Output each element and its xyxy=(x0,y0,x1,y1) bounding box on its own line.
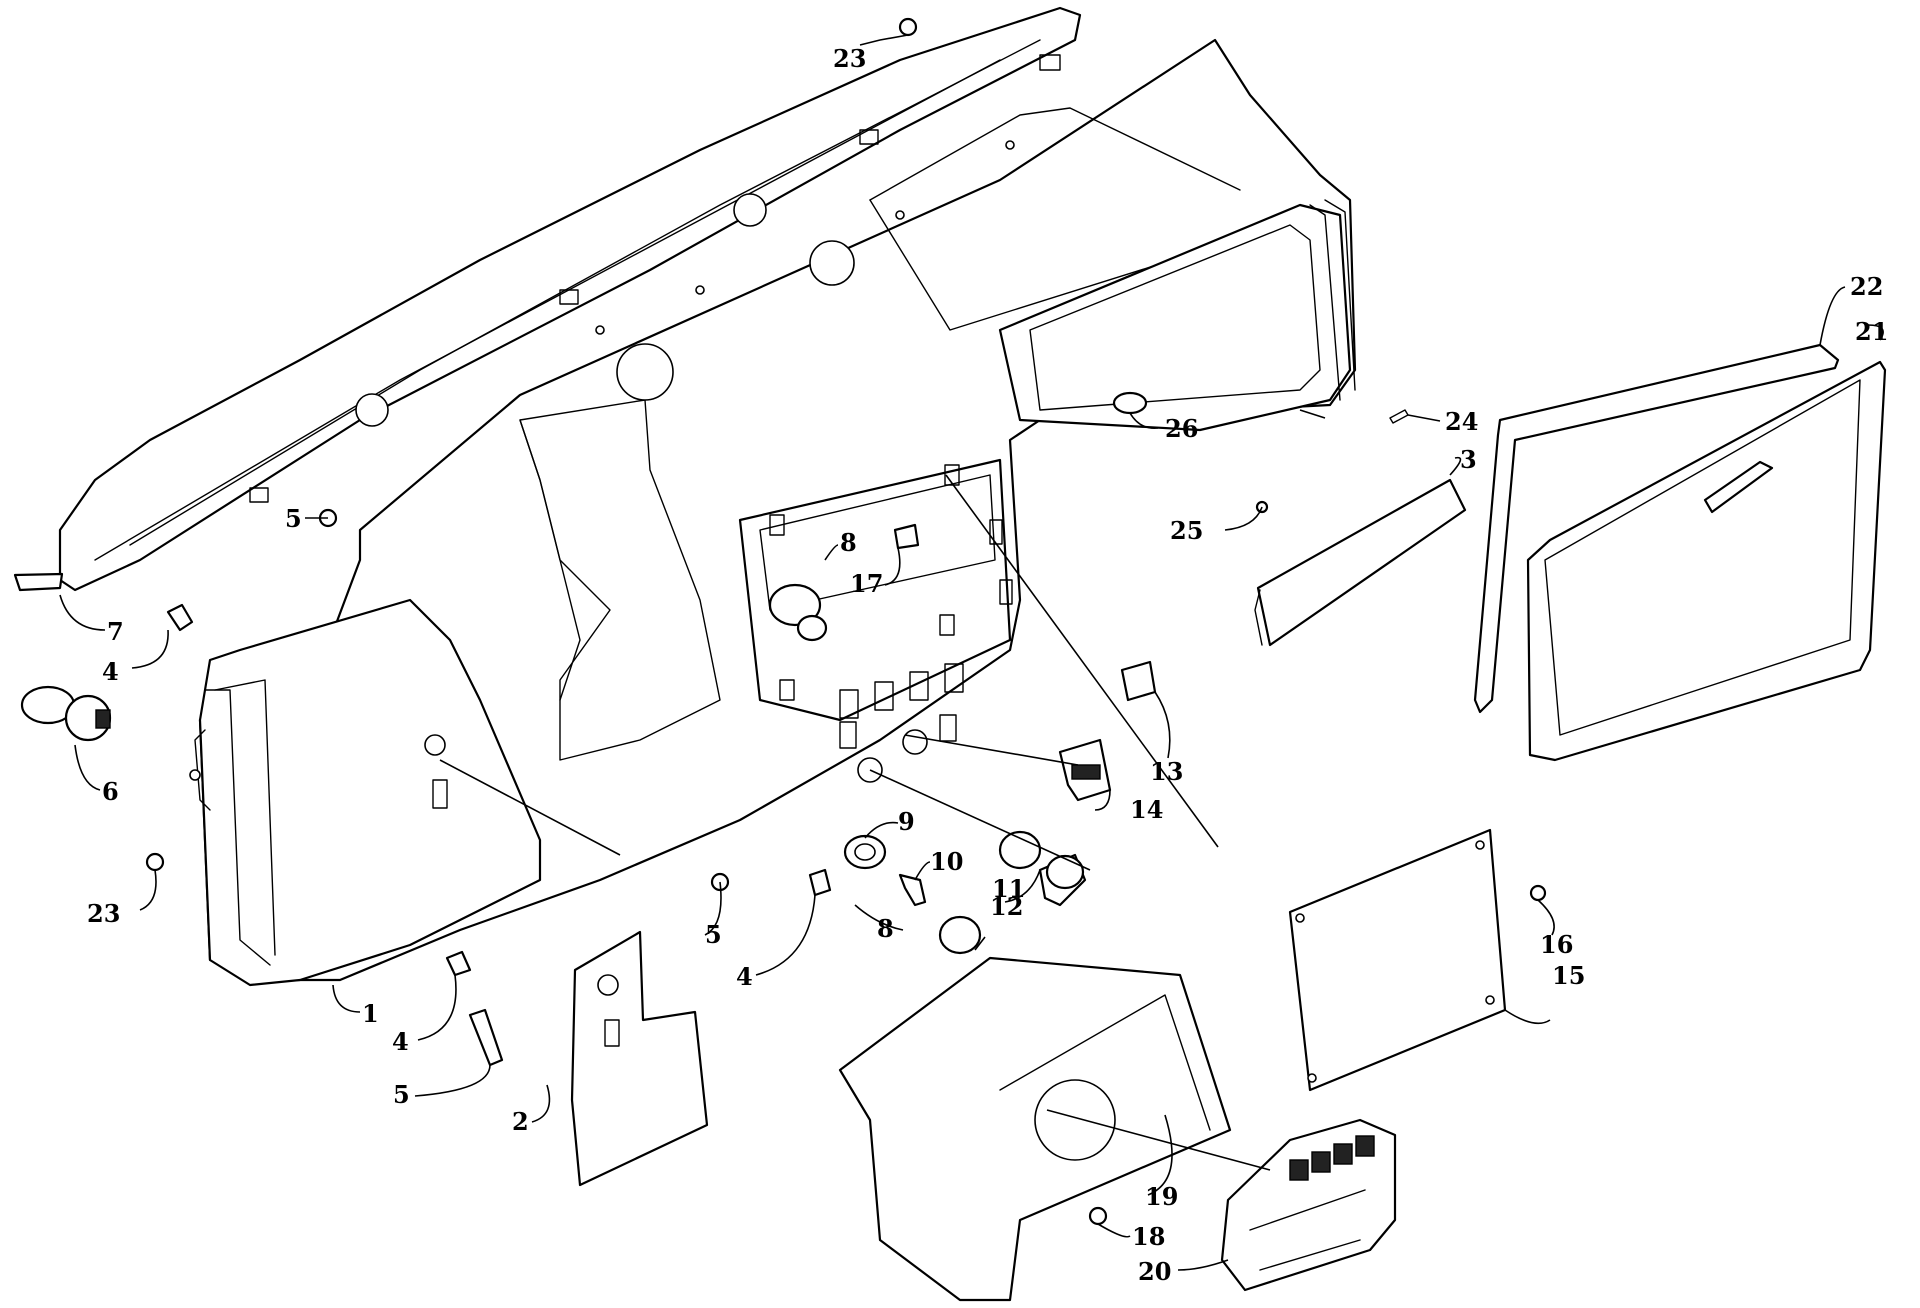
callout-16: 16 xyxy=(1540,930,1573,959)
callout-5-bottom: 5 xyxy=(393,1080,410,1109)
callout-3: 3 xyxy=(1460,445,1477,474)
callout-8-bottom: 8 xyxy=(877,914,894,943)
part-bolt-5-bottom xyxy=(468,1008,504,1067)
callout-23-left: 23 xyxy=(87,899,120,928)
callout-13: 13 xyxy=(1150,757,1183,786)
callout-4-left: 4 xyxy=(102,657,119,686)
callout-21: 21 xyxy=(1855,317,1888,346)
part-instrument-cluster xyxy=(1220,1118,1397,1292)
part-rocker-switch xyxy=(1058,738,1112,802)
part-ignition-switch xyxy=(20,685,112,742)
part-instrument-hood xyxy=(838,956,1232,1302)
callout-4-mid: 4 xyxy=(736,962,753,991)
callout-4-bottom: 4 xyxy=(392,1027,409,1056)
callout-19: 19 xyxy=(1145,1182,1178,1211)
callout-26: 26 xyxy=(1165,414,1198,443)
callout-6: 6 xyxy=(102,777,119,806)
part-bezel-ring xyxy=(843,834,887,870)
part-clip-4-bottom xyxy=(445,950,472,977)
callout-24: 24 xyxy=(1445,407,1478,436)
part-grommet-26 xyxy=(1112,391,1148,415)
part-screw-24 xyxy=(1389,409,1409,424)
part-dash-body xyxy=(189,38,1357,987)
callout-25: 25 xyxy=(1170,516,1203,545)
part-key xyxy=(898,873,927,907)
callout-5-mid: 5 xyxy=(705,920,722,949)
callout-10: 10 xyxy=(930,847,963,876)
part-glove-box-liner xyxy=(1254,478,1467,647)
callout-5-left: 5 xyxy=(285,504,302,533)
part-screw-23-left xyxy=(145,852,165,872)
callout-23-top: 23 xyxy=(833,44,866,73)
callout-labels: 1 2 3 4 4 4 5 5 5 6 7 8 8 9 10 11 12 13 … xyxy=(87,44,1888,1286)
callout-22: 22 xyxy=(1850,272,1883,301)
leader-lines xyxy=(59,34,1884,1271)
part-knob xyxy=(938,915,982,955)
part-power-outlet xyxy=(768,583,828,642)
part-glove-box-seal xyxy=(1473,343,1840,714)
callout-15: 15 xyxy=(1552,961,1585,990)
part-switch-blank xyxy=(1120,660,1157,702)
part-right-cover-plate xyxy=(1288,828,1507,1092)
callout-8-top: 8 xyxy=(840,528,857,557)
part-clip-17 xyxy=(893,523,920,550)
callout-18: 18 xyxy=(1132,1222,1165,1251)
callout-9: 9 xyxy=(898,807,915,836)
callout-17: 17 xyxy=(850,569,883,598)
part-dash-upper-rail xyxy=(13,6,1082,592)
callout-20: 20 xyxy=(1138,1257,1171,1286)
callout-14: 14 xyxy=(1130,795,1163,824)
callout-12: 12 xyxy=(990,892,1023,921)
part-glove-box-door xyxy=(1526,360,1887,762)
callout-7: 7 xyxy=(107,617,124,646)
part-screw-18 xyxy=(1088,1206,1108,1226)
callout-2: 2 xyxy=(512,1107,529,1136)
part-screw-16 xyxy=(1529,884,1547,902)
part-socket xyxy=(998,830,1087,907)
part-clip-4-mid xyxy=(808,868,832,897)
part-screw-23-top xyxy=(898,17,918,37)
part-left-trim-plate xyxy=(570,930,709,1187)
callout-11: 11 xyxy=(992,874,1025,903)
callout-1: 1 xyxy=(362,999,379,1028)
part-clip-4-left xyxy=(166,603,194,632)
